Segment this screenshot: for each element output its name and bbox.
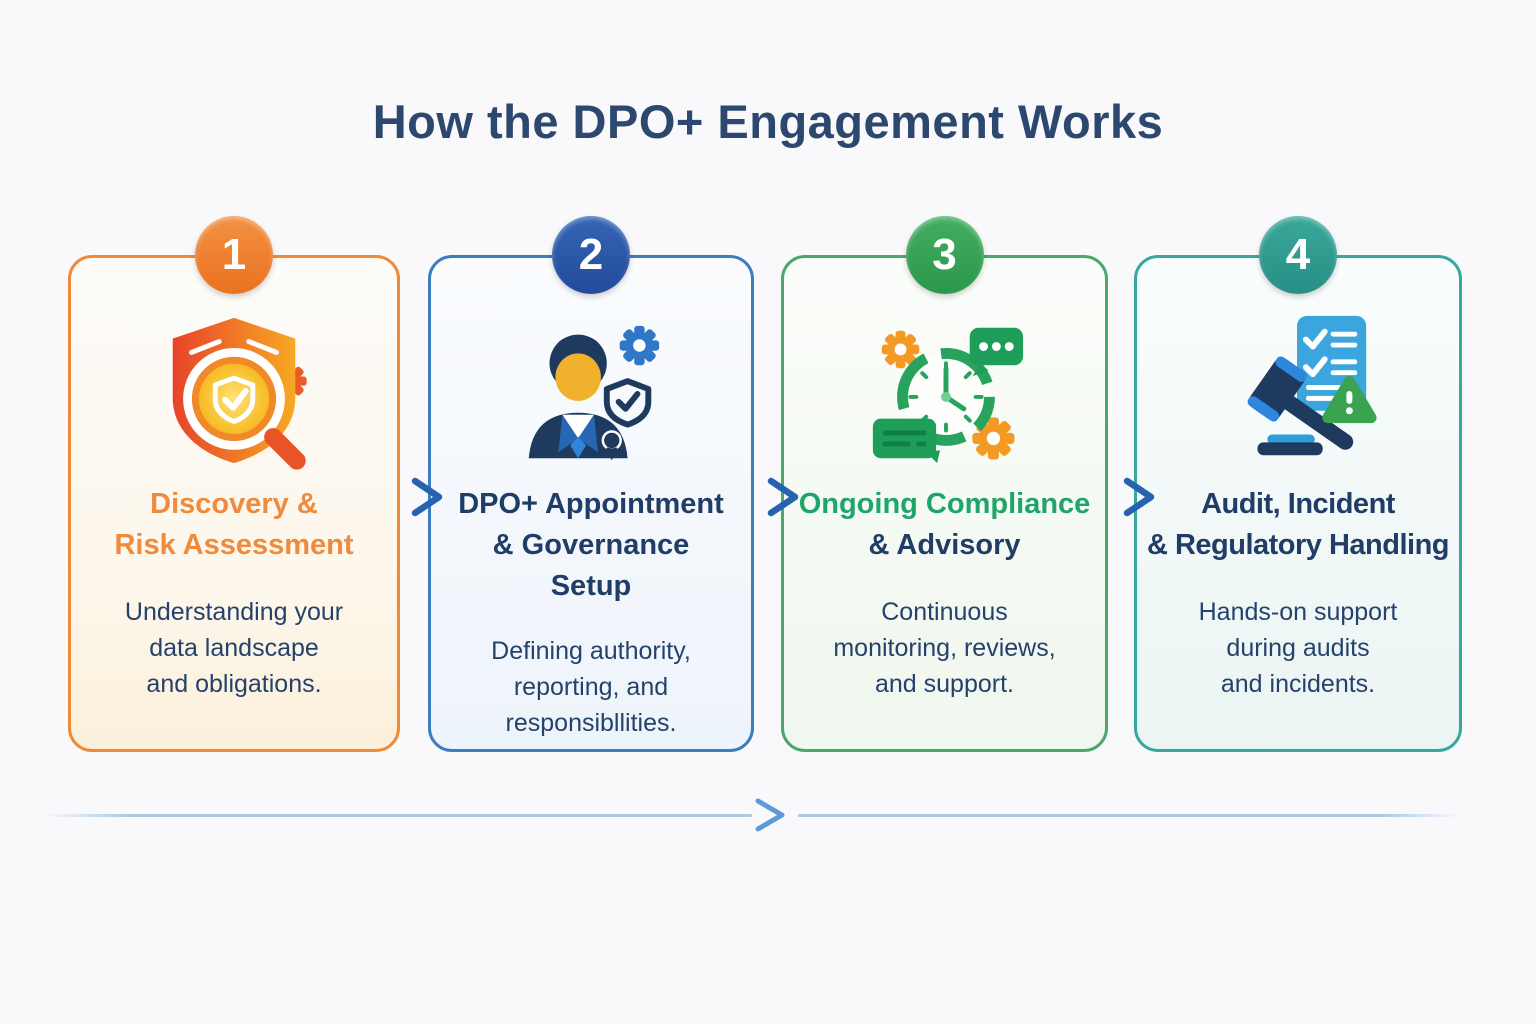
step-2-description: Defining authority, reporting, and respo… [431, 633, 751, 741]
desc-line: monitoring, reviews, [833, 634, 1056, 662]
title-line: Discovery & [150, 488, 318, 520]
shield-magnifier-icon [150, 306, 318, 474]
arrow-right-icon [381, 475, 445, 519]
title-line: & Regulatory Handling [1146, 529, 1450, 561]
step-1-title: Discovery & Risk Assessment [71, 484, 397, 566]
desc-line: Hands-on support [1198, 598, 1398, 626]
desc-line: Understanding your [124, 598, 344, 626]
step-3-title: Ongoing Compliance & Advisory [784, 484, 1105, 566]
clock-gears-chat-icon [861, 306, 1029, 474]
step-1-number-badge: 1 [195, 216, 273, 294]
desc-line: data landscape [149, 634, 319, 662]
arrow-right-icon [737, 475, 801, 519]
title-line: & Governance [492, 529, 690, 561]
step-3-description: Continuous monitoring, reviews, and supp… [784, 594, 1105, 702]
title-line: Risk Assessment [114, 529, 354, 561]
title-line: Setup [550, 570, 632, 602]
bottom-flow-line [45, 814, 752, 817]
step-card-4: 4 [1134, 216, 1462, 752]
title-line: Audit, Incident [1201, 488, 1395, 520]
step-4-description: Hands-on support during audits and incid… [1137, 594, 1459, 702]
title-line: & Advisory [868, 529, 1021, 561]
bottom-flow-line [798, 814, 1460, 817]
title-line: Ongoing Compliance [798, 488, 1091, 520]
title-line: DPO+ Appointment [458, 488, 724, 520]
page-title: How the DPO+ Engagement Works [372, 95, 1164, 148]
step-2-title: DPO+ Appointment & Governance Setup [431, 484, 751, 607]
step-1-description: Understanding your data landscape and ob… [71, 594, 397, 702]
desc-line: reporting, and [513, 673, 669, 701]
arrow-right-icon [1093, 475, 1157, 519]
gavel-checklist-icon [1214, 306, 1382, 474]
desc-line: Continuous [881, 598, 1008, 626]
step-4-number-badge: 4 [1259, 216, 1337, 294]
step-card-3: 3 [781, 216, 1108, 752]
desc-line: during audits [1226, 634, 1370, 662]
desc-line: responsibllities. [505, 709, 677, 737]
desc-line: and support. [875, 670, 1014, 698]
dpo-officer-icon [507, 306, 675, 474]
desc-line: and obligations. [146, 670, 322, 698]
desc-line: and incidents. [1220, 670, 1376, 698]
desc-line: Defining authority, [491, 637, 691, 665]
step-3-number-badge: 3 [905, 216, 984, 294]
step-card-2: 2 DPO+ Appointment & Governance [428, 216, 754, 752]
step-card-1: 1 Discovery & Risk Assessment Understand… [68, 216, 400, 752]
step-2-number-badge: 2 [552, 216, 630, 294]
step-4-title: Audit, Incident & Regulatory Handling [1137, 484, 1459, 566]
chevron-right-icon [750, 797, 792, 833]
